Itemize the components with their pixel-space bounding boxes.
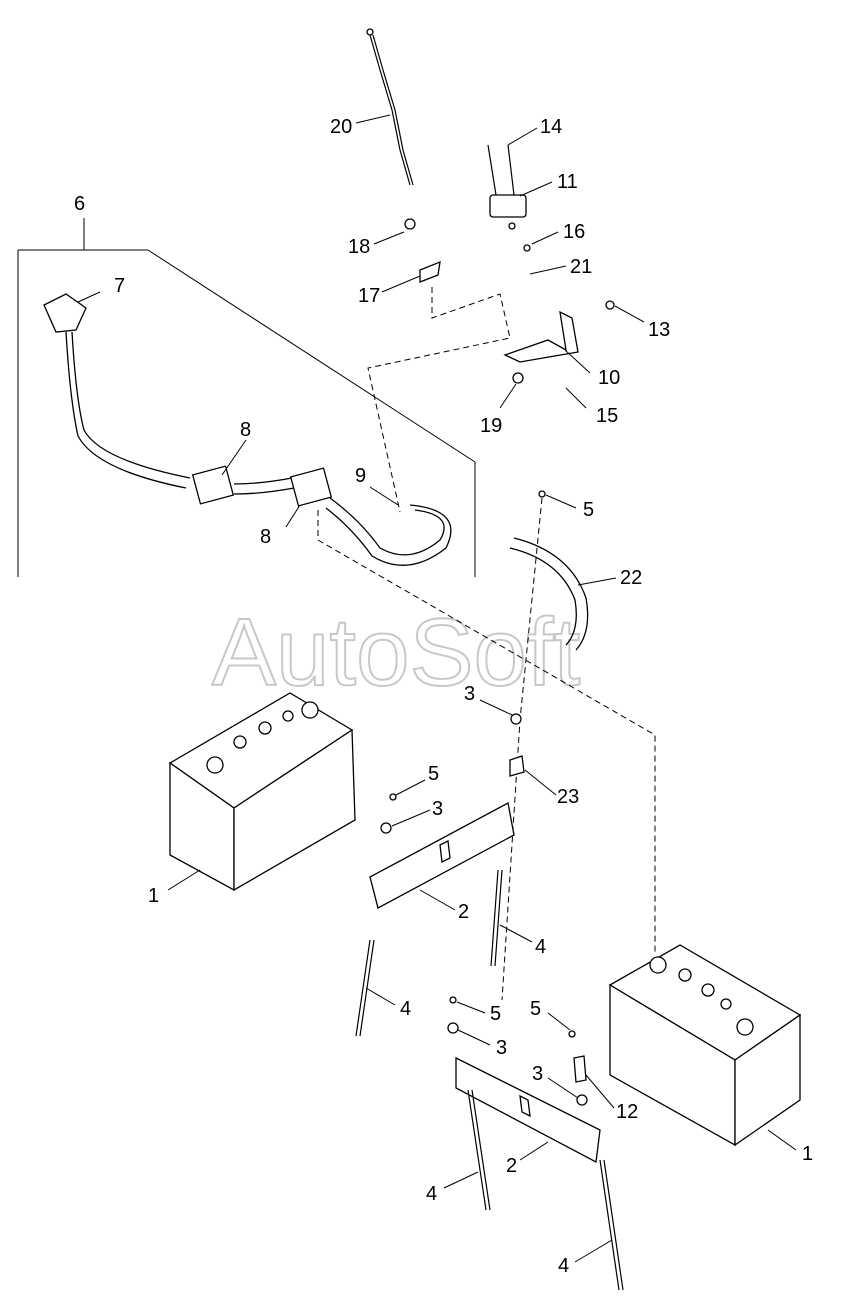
hold-down-plate-lower-part-2	[455, 1055, 601, 1164]
callout-8-lower: 8	[260, 526, 271, 548]
hold-down-plate-upper-part-2	[369, 755, 525, 909]
callout-3-lower-right: 3	[532, 1063, 543, 1085]
callout-4-lower-right: 4	[558, 1255, 569, 1277]
hold-down-rods-part-4	[355, 869, 624, 1291]
callout-20: 20	[330, 116, 352, 138]
battery-left-part-1	[168, 692, 356, 892]
callout-17: 17	[358, 285, 380, 307]
battery-right-part-1	[608, 944, 802, 1147]
callout-21: 21	[570, 256, 592, 278]
callout-5-lower-left: 5	[490, 1003, 501, 1025]
callout-14: 14	[540, 116, 562, 138]
mount-bracket-part-10	[404, 144, 615, 384]
leader-lines	[77, 114, 797, 1263]
callout-19: 19	[480, 415, 502, 437]
callout-22: 22	[620, 567, 642, 589]
callout-3-upper: 3	[432, 798, 443, 820]
callout-10: 10	[598, 367, 620, 389]
callout-16: 16	[563, 221, 585, 243]
callout-18: 18	[348, 236, 370, 258]
callout-1-right: 1	[802, 1143, 813, 1165]
callout-8-upper: 8	[240, 419, 251, 441]
callout-4-lower-left: 4	[426, 1183, 437, 1205]
callout-4-upper-right: 4	[535, 936, 546, 958]
callout-1-left: 1	[148, 885, 159, 907]
callout-3-lower-left: 3	[496, 1037, 507, 1059]
callout-labels: 20 14 11 6 18 16 21 7 17 13 10 15 19 8 9…	[74, 116, 813, 1277]
callout-4-upper-left: 4	[400, 998, 411, 1020]
watermark-text: AutoSoft	[212, 599, 580, 706]
hardware-nuts-washers	[380, 490, 588, 1106]
callout-11: 11	[557, 171, 578, 193]
callout-2-upper: 2	[458, 901, 469, 923]
callout-6: 6	[74, 193, 85, 215]
callout-9: 9	[355, 465, 366, 487]
vent-hose-part-22	[509, 537, 589, 651]
callout-23: 23	[557, 786, 579, 808]
callout-7: 7	[114, 275, 125, 297]
callout-5-lower-right: 5	[530, 998, 541, 1020]
callout-13: 13	[648, 319, 670, 341]
callout-15: 15	[596, 405, 618, 427]
callout-6-bracket	[17, 218, 476, 577]
cable-assembly	[43, 293, 452, 566]
callout-2-lower: 2	[506, 1155, 517, 1177]
callout-5-top: 5	[583, 499, 594, 521]
callout-3-top: 3	[464, 683, 475, 705]
callout-5-upper: 5	[428, 763, 439, 785]
dipstick-part-20	[366, 28, 414, 186]
callout-12: 12	[616, 1101, 638, 1123]
